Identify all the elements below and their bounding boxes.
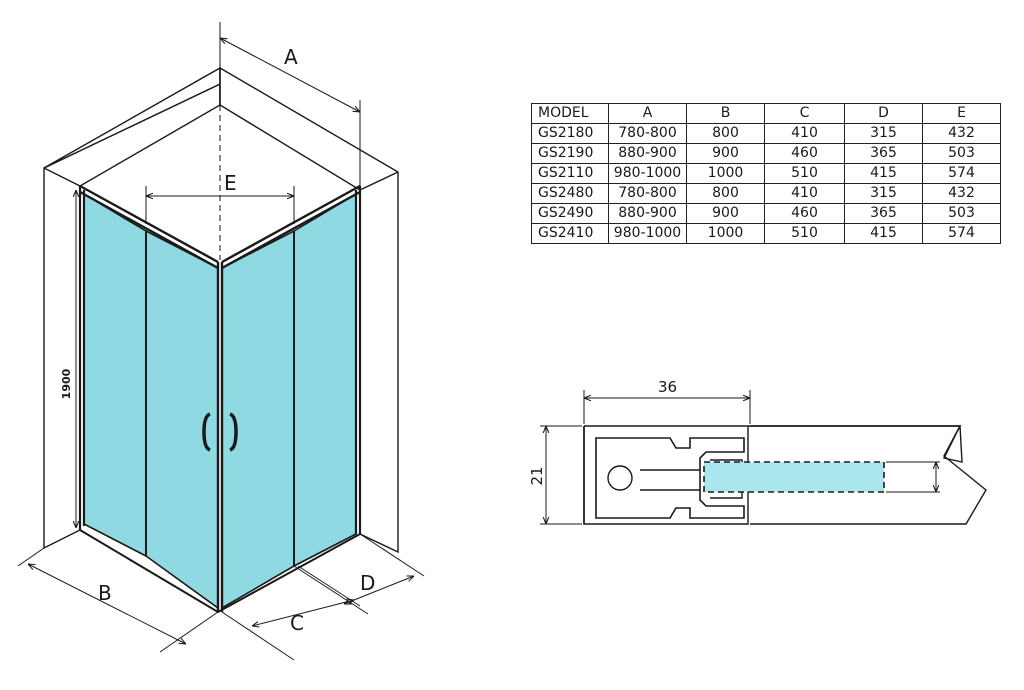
dimension-height-label: 1900 — [60, 368, 73, 399]
table-cell: 980-1000 — [608, 223, 687, 244]
aluminium-profile — [583, 426, 745, 524]
table-header: D — [844, 103, 923, 124]
dimension-d-label: D — [360, 571, 375, 595]
model-dimensions-table: MODEL A B C D E GS2180 780-800 800 410 3… — [531, 103, 1001, 244]
table-cell: 900 — [686, 203, 765, 224]
table-cell: 415 — [844, 163, 923, 184]
table-cell: 510 — [764, 223, 845, 244]
table-cell: 800 — [686, 183, 765, 204]
table-row: GS2480 780-800 800 410 315 432 — [531, 183, 1001, 204]
table-cell: 315 — [844, 123, 923, 144]
table-cell: 800 — [686, 123, 765, 144]
table-cell: 780-800 — [608, 123, 687, 144]
table-header: C — [764, 103, 845, 124]
dimension-a — [220, 22, 360, 260]
table-cell: 315 — [844, 183, 923, 204]
table-header-row: MODEL A B C D E — [531, 103, 1001, 124]
table-row: GS2410 980-1000 1000 510 415 574 — [531, 223, 1001, 244]
dimension-e — [145, 186, 295, 224]
dimension-d — [297, 533, 425, 607]
table-cell: 503 — [922, 143, 1001, 164]
dimension-36 — [583, 390, 751, 424]
dimension-c-label: C — [290, 611, 304, 635]
dimension-c — [221, 565, 369, 661]
table-cell: 410 — [764, 123, 845, 144]
table-cell: GS2480 — [531, 183, 609, 204]
table-cell: 365 — [844, 143, 923, 164]
table-cell: 432 — [922, 123, 1001, 144]
profile-section-view — [583, 425, 987, 525]
table-row: GS2110 980-1000 1000 510 415 574 — [531, 163, 1001, 184]
table-header: A — [608, 103, 687, 124]
corner-post — [216, 262, 224, 612]
break-line — [750, 425, 987, 525]
table-cell: 460 — [764, 143, 845, 164]
table-cell: GS2490 — [531, 203, 609, 224]
left-fixed-glass — [83, 192, 147, 558]
dimension-21-label: 21 — [528, 466, 546, 485]
table-cell: 980-1000 — [608, 163, 687, 184]
table-cell: 880-900 — [608, 143, 687, 164]
table-cell: 410 — [764, 183, 845, 204]
table-cell: 1000 — [686, 163, 765, 184]
dimension-e-label: E — [224, 171, 237, 195]
table-cell: GS2110 — [531, 163, 609, 184]
table-cell: 503 — [922, 203, 1001, 224]
table-cell: 432 — [922, 183, 1001, 204]
right-fixed-glass — [293, 192, 357, 568]
dimension-glass-thickness — [886, 461, 940, 493]
table-cell: 1000 — [686, 223, 765, 244]
table-cell: GS2410 — [531, 223, 609, 244]
table-cell: 365 — [844, 203, 923, 224]
right-door-handle — [229, 412, 238, 452]
table-header: B — [686, 103, 765, 124]
dimension-b-label: B — [98, 581, 112, 605]
table-cell: 780-800 — [608, 183, 687, 204]
table-cell: 574 — [922, 223, 1001, 244]
left-door-handle — [202, 412, 211, 452]
table-cell: 510 — [764, 163, 845, 184]
glass-section — [703, 461, 885, 493]
dimension-b — [17, 547, 219, 653]
dimension-a-label: A — [284, 45, 298, 69]
frame-right-post — [354, 186, 362, 534]
table-cell: 900 — [686, 143, 765, 164]
table-cell: 574 — [922, 163, 1001, 184]
table-header: MODEL — [531, 103, 609, 124]
table-header: E — [922, 103, 1001, 124]
dimension-21 — [540, 425, 582, 525]
table-cell: 880-900 — [608, 203, 687, 224]
table-cell: GS2180 — [531, 123, 609, 144]
table-row: GS2180 780-800 800 410 315 432 — [531, 123, 1001, 144]
shower-enclosure-view — [43, 66, 399, 614]
table-cell: GS2190 — [531, 143, 609, 164]
dimension-36-label: 36 — [658, 378, 677, 396]
table-cell: 415 — [844, 223, 923, 244]
screw-port — [607, 465, 633, 491]
frame-top-right — [221, 184, 361, 270]
frame-top-left — [79, 184, 219, 270]
table-row: GS2490 880-900 900 460 365 503 — [531, 203, 1001, 224]
table-row: GS2190 880-900 900 460 365 503 — [531, 143, 1001, 164]
frame-left-post — [78, 186, 86, 530]
table-cell: 460 — [764, 203, 845, 224]
